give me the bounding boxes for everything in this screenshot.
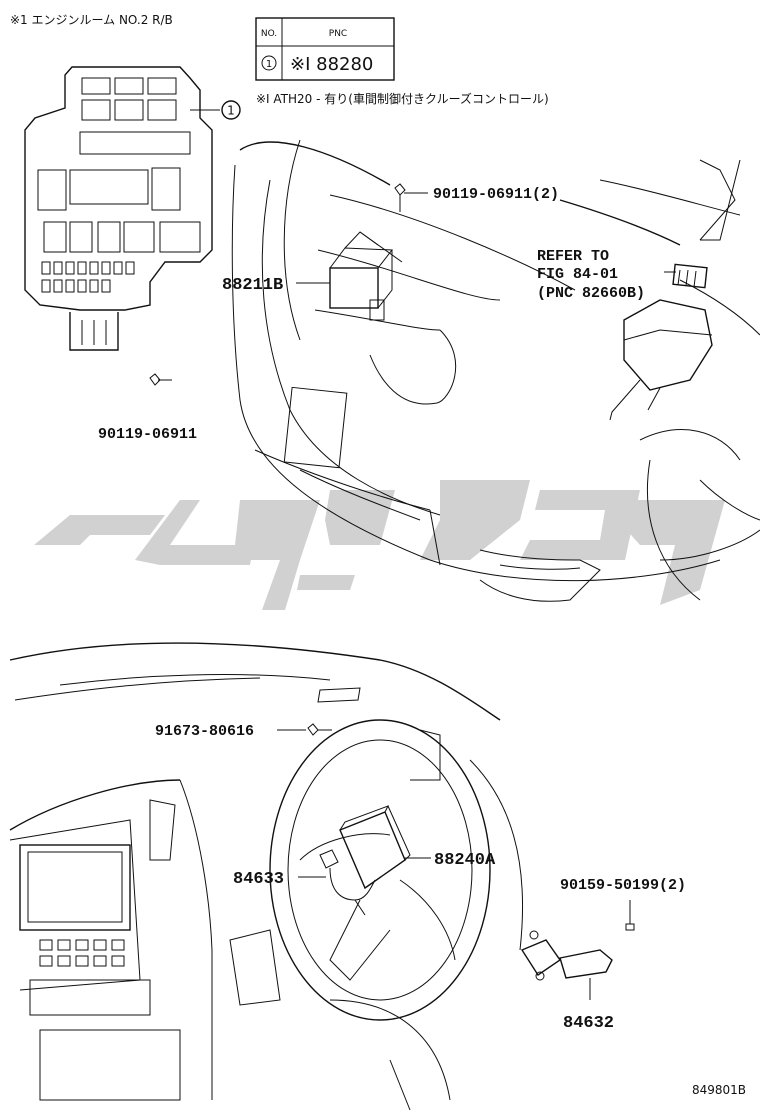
part-label-90119-06911: 90119-06911 xyxy=(98,426,197,443)
figure-code: 849801B xyxy=(692,1083,746,1097)
part-label-91673-80616: 91673-80616 xyxy=(155,723,254,740)
part-label-88240a: 88240A xyxy=(434,851,496,870)
footnote: ※I ATH20 - 有り(車間制御付きクルーズコントロール) xyxy=(256,91,549,106)
part-label-84633: 84633 xyxy=(233,870,284,889)
table-row-pnc: ※I 88280 xyxy=(290,54,373,75)
part-label-88211b: 88211B xyxy=(222,276,283,295)
refer-line-1: REFER TO xyxy=(537,248,609,265)
watermark-logo xyxy=(34,480,725,610)
refer-line-2: FIG 84-01 xyxy=(537,266,618,283)
car-front-drawing xyxy=(149,139,760,602)
pnc-table xyxy=(255,17,395,81)
relay-block-drawing xyxy=(24,66,220,351)
refer-line-3: (PNC 82660B) xyxy=(537,285,645,302)
callout-1-icon: 1 xyxy=(221,100,241,120)
part-label-90159-50199-2: 90159-50199(2) xyxy=(560,877,686,894)
part-label-84632: 84632 xyxy=(563,1014,614,1033)
note-engine-room: ※1 エンジンルーム NO.2 R/B xyxy=(10,13,173,27)
table-col-no: NO. xyxy=(261,29,277,39)
table-row-no: 1 xyxy=(266,59,272,70)
table-row-no-circle xyxy=(261,55,277,71)
part-label-90119-06911-2: 90119-06911(2) xyxy=(433,186,559,203)
svg-text:1: 1 xyxy=(227,104,235,118)
table-col-pnc: PNC xyxy=(329,29,347,39)
interior-drawing xyxy=(9,642,635,1111)
